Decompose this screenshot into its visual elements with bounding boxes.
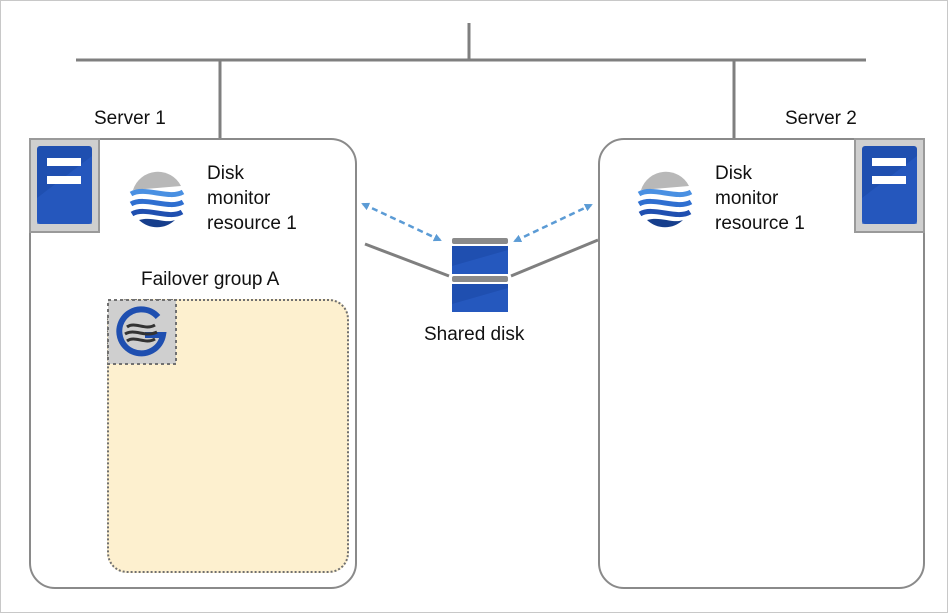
server-1-disk-link [364,242,450,278]
disk-monitor-label-line1: Disk [207,163,244,184]
server-1-label: Server 1 [94,108,166,129]
disk-monitor-label-line3: resource 1 [207,213,297,234]
failover-group-icon [107,299,177,365]
disk-monitor-icon [637,171,693,228]
shared-disk-label: Shared disk [424,324,525,345]
failover-group-box [107,299,349,573]
failover-group-label: Failover group A [141,269,280,290]
shared-disk-icon [452,238,508,312]
bidirectional-arrow-icon [513,203,593,243]
server-2-disk-link [510,238,599,278]
server-icon [854,138,925,233]
disk-monitor-label-line2: monitor [715,188,779,209]
disk-monitor-label-line3: resource 1 [715,213,805,234]
server-2-label: Server 2 [785,108,857,129]
disk-monitor-icon [129,171,185,228]
disk-monitor-label-line1: Disk [715,163,752,184]
bidirectional-arrow-icon [361,202,442,242]
server-icon [29,138,100,233]
disk-monitor-label-line2: monitor [207,188,271,209]
